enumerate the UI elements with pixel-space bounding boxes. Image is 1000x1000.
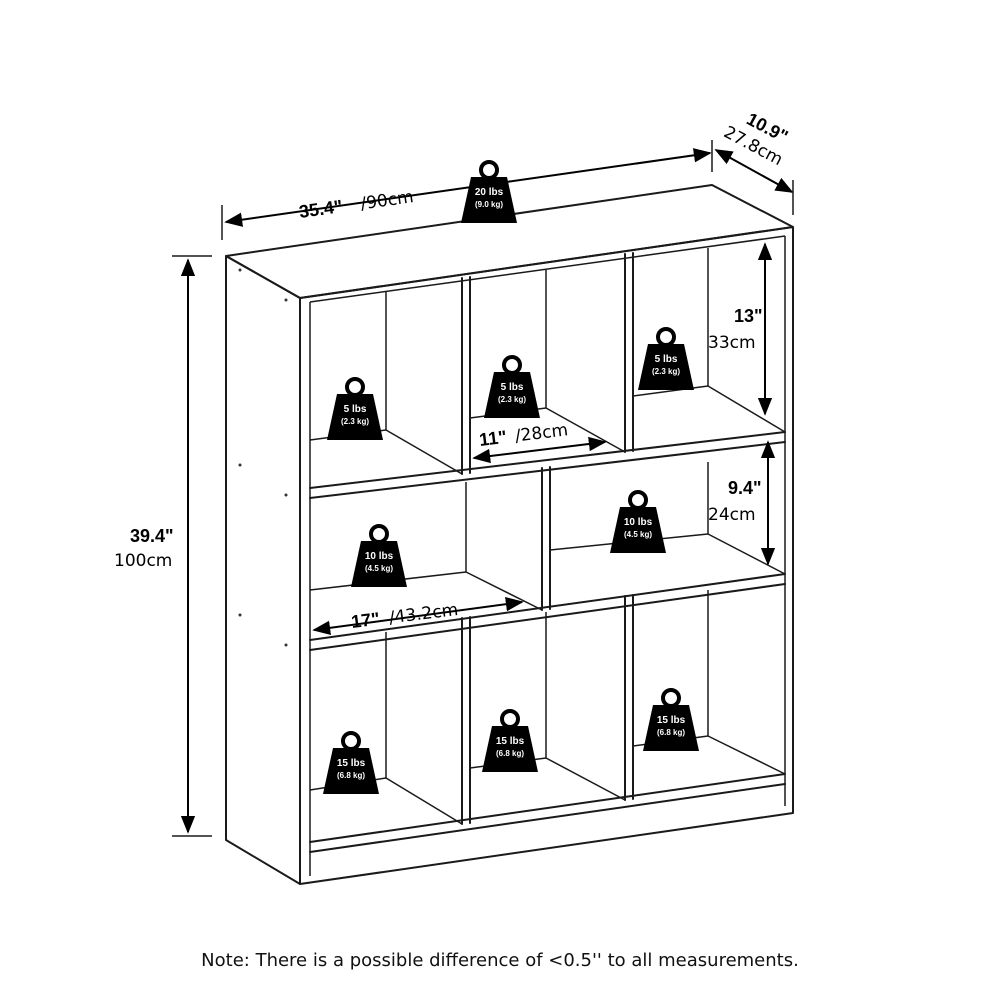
middle-cube-height-inch: 9.4" [728, 478, 762, 498]
svg-text:(2.3 kg): (2.3 kg) [652, 367, 680, 376]
svg-text:(2.3 kg): (2.3 kg) [341, 417, 369, 426]
middle-cube-height-cm: 24cm [708, 505, 756, 525]
svg-text:5 lbs: 5 lbs [344, 404, 367, 415]
svg-text:5 lbs: 5 lbs [501, 382, 524, 393]
svg-text:20 lbs: 20 lbs [475, 187, 504, 198]
weight-icon-bottom-left: 15 lbs (6.8 kg) [323, 731, 379, 794]
weight-icon-bottom-middle: 15 lbs (6.8 kg) [482, 709, 538, 772]
svg-text:(4.5 kg): (4.5 kg) [624, 530, 652, 539]
height-inch-label: 39.4" [130, 526, 174, 546]
svg-text:15 lbs: 15 lbs [337, 758, 366, 769]
svg-text:(6.8 kg): (6.8 kg) [496, 749, 524, 758]
weight-icon-top-right: 5 lbs (2.3 kg) [638, 327, 694, 390]
weight-icons: 20 lbs (9.0 kg) 5 lbs (2.3 kg) 5 lbs (2.… [323, 160, 699, 794]
weight-icon-top-middle: 5 lbs (2.3 kg) [484, 355, 540, 418]
weight-icon-middle-left: 10 lbs (4.5 kg) [351, 524, 407, 587]
dividers [461, 252, 634, 825]
weight-icon-top-surface: 20 lbs (9.0 kg) [461, 160, 517, 223]
svg-text:(6.8 kg): (6.8 kg) [337, 771, 365, 780]
left-side-panel [225, 255, 301, 885]
shelves [309, 431, 786, 853]
svg-text:(6.8 kg): (6.8 kg) [657, 728, 685, 737]
svg-text:15 lbs: 15 lbs [496, 736, 525, 747]
svg-text:17": 17" [350, 609, 381, 632]
svg-text:10 lbs: 10 lbs [365, 551, 394, 562]
top-cube-height-inch: 13" [734, 306, 763, 326]
weight-icon-top-left: 5 lbs (2.3 kg) [327, 377, 383, 440]
top-cube-height-cm: 33cm [708, 333, 756, 353]
weight-icon-bottom-right: 15 lbs (6.8 kg) [643, 688, 699, 751]
svg-text:(4.5 kg): (4.5 kg) [365, 564, 393, 573]
svg-text:(2.3 kg): (2.3 kg) [498, 395, 526, 404]
svg-text:10 lbs: 10 lbs [624, 517, 653, 528]
measurement-note: Note: There is a possible difference of … [201, 950, 799, 971]
front-face [299, 226, 794, 885]
top-cube-width-label: 11" /28cm [478, 420, 569, 450]
middle-cube-width-label: 17" /43.2cm [350, 600, 459, 632]
width-label: 35.4" /90cm [298, 187, 415, 222]
svg-text:15 lbs: 15 lbs [657, 715, 686, 726]
dimension-lines [172, 140, 794, 837]
svg-text:(9.0 kg): (9.0 kg) [475, 200, 503, 209]
svg-text:11": 11" [478, 427, 508, 450]
dimension-labels: 35.4" /90cm 10.9" 27.8cm 39.4" 100cm 13"… [114, 109, 791, 632]
svg-text:35.4": 35.4" [298, 196, 344, 222]
svg-text:/43.2cm: /43.2cm [388, 600, 459, 628]
svg-text:5 lbs: 5 lbs [655, 354, 678, 365]
svg-text:/90cm: /90cm [359, 187, 415, 214]
screw-holes [238, 268, 288, 647]
weight-icon-middle-right: 10 lbs (4.5 kg) [610, 490, 666, 553]
svg-text:/28cm: /28cm [514, 420, 569, 446]
bookcase [225, 184, 794, 885]
height-cm-label: 100cm [114, 551, 172, 571]
